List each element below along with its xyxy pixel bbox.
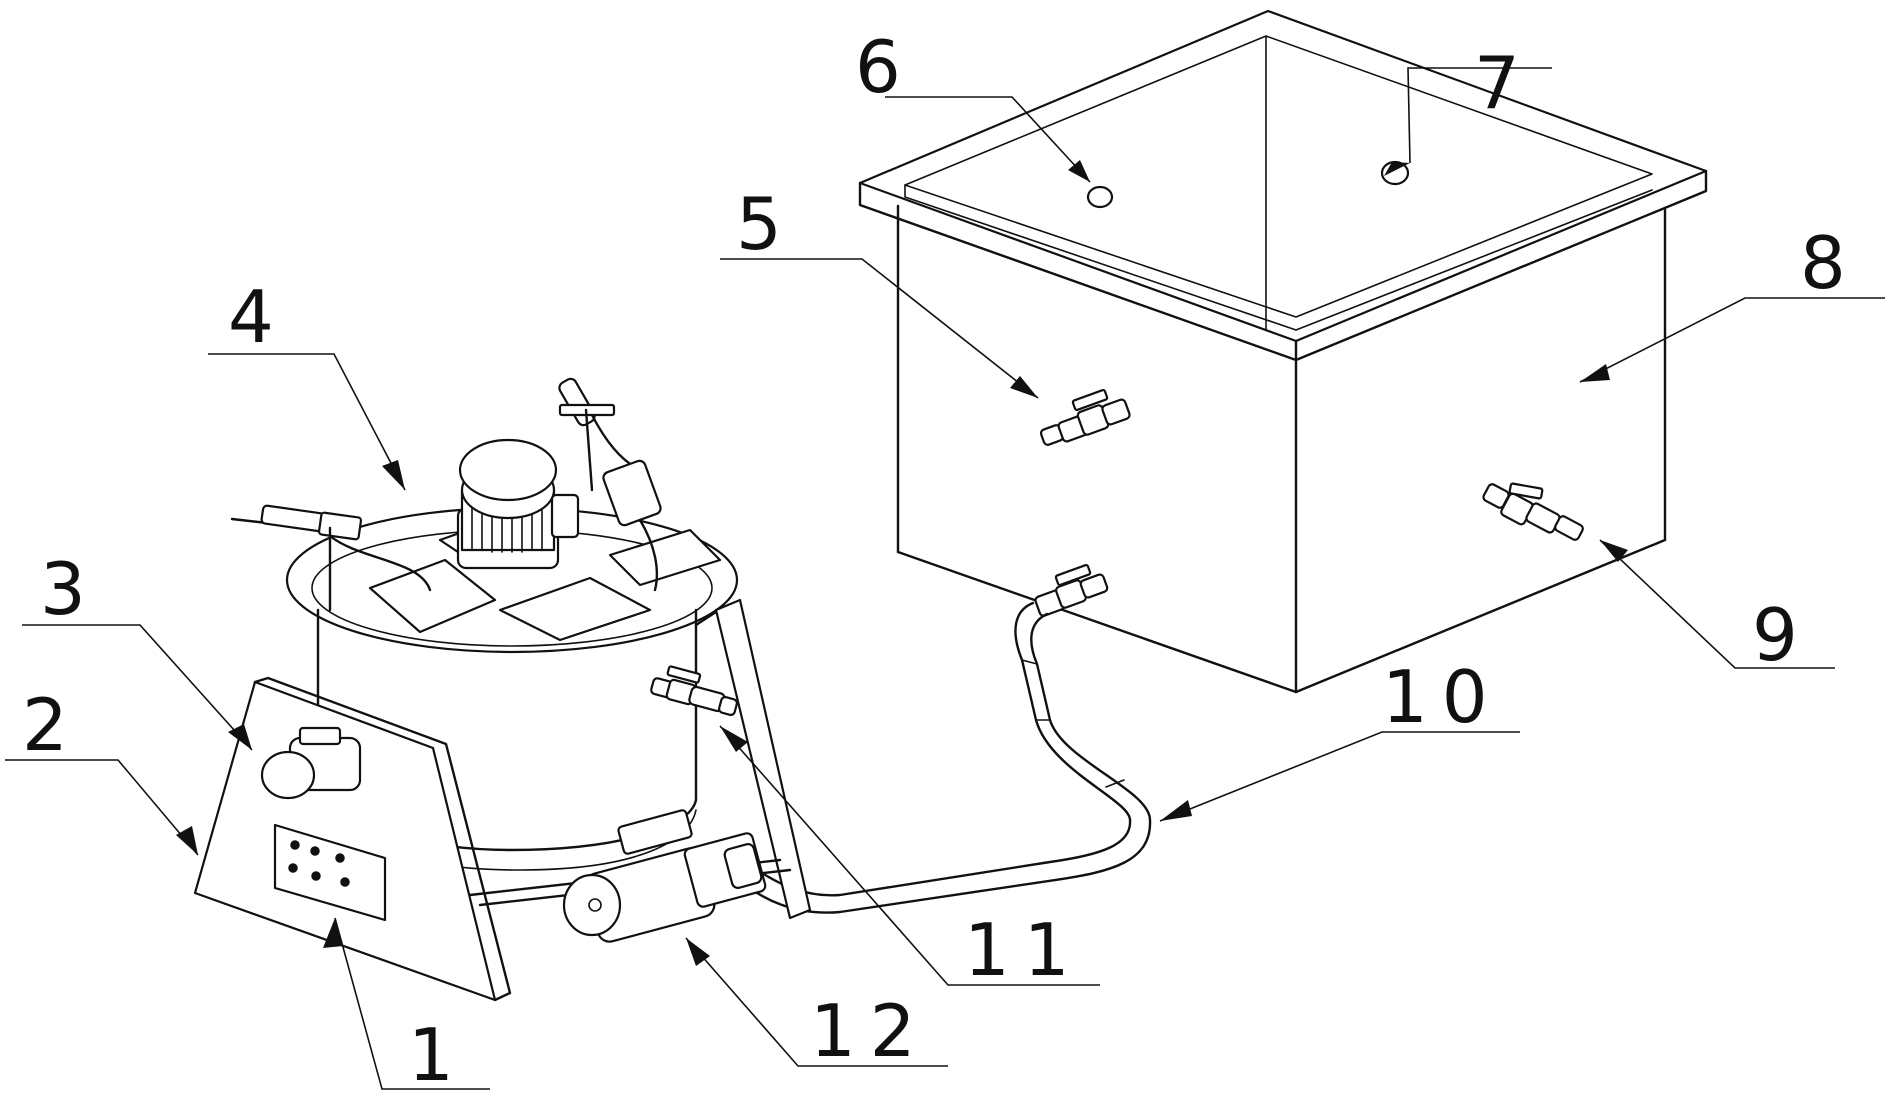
callout-6: 6 — [855, 25, 915, 109]
bottom-valve — [1034, 563, 1109, 617]
top-motor — [456, 438, 580, 570]
storage-tank — [858, 9, 1708, 694]
callout-5: 5 — [736, 182, 796, 266]
mixer-valve-11 — [650, 665, 738, 716]
panel-motor-3 — [260, 726, 362, 800]
probe-right — [558, 377, 662, 592]
callout-10: 10 — [1382, 655, 1502, 739]
callout-1: 1 — [408, 1013, 468, 1097]
callout-3: 3 — [40, 547, 100, 631]
valve-9 — [1482, 482, 1584, 541]
leader-arrowheads — [176, 160, 1628, 966]
pump-12 — [562, 809, 767, 943]
outlet-6 — [1086, 185, 1114, 209]
callout-7: 7 — [1474, 41, 1534, 125]
callout-4: 4 — [228, 275, 288, 359]
valve-5 — [1039, 388, 1131, 446]
callout-8: 8 — [1800, 221, 1860, 305]
probe-left — [230, 504, 432, 612]
outlet-7 — [1380, 160, 1410, 186]
callout-2: 2 — [22, 683, 82, 767]
callout-11: 11 — [964, 908, 1084, 992]
mixer-vessel — [285, 506, 739, 871]
callout-12: 12 — [810, 989, 930, 1073]
callout-labels: 1 2 3 4 5 6 7 8 9 10 11 12 — [22, 25, 1860, 1097]
leader-lines — [5, 67, 1885, 1090]
callout-9: 9 — [1752, 593, 1812, 677]
